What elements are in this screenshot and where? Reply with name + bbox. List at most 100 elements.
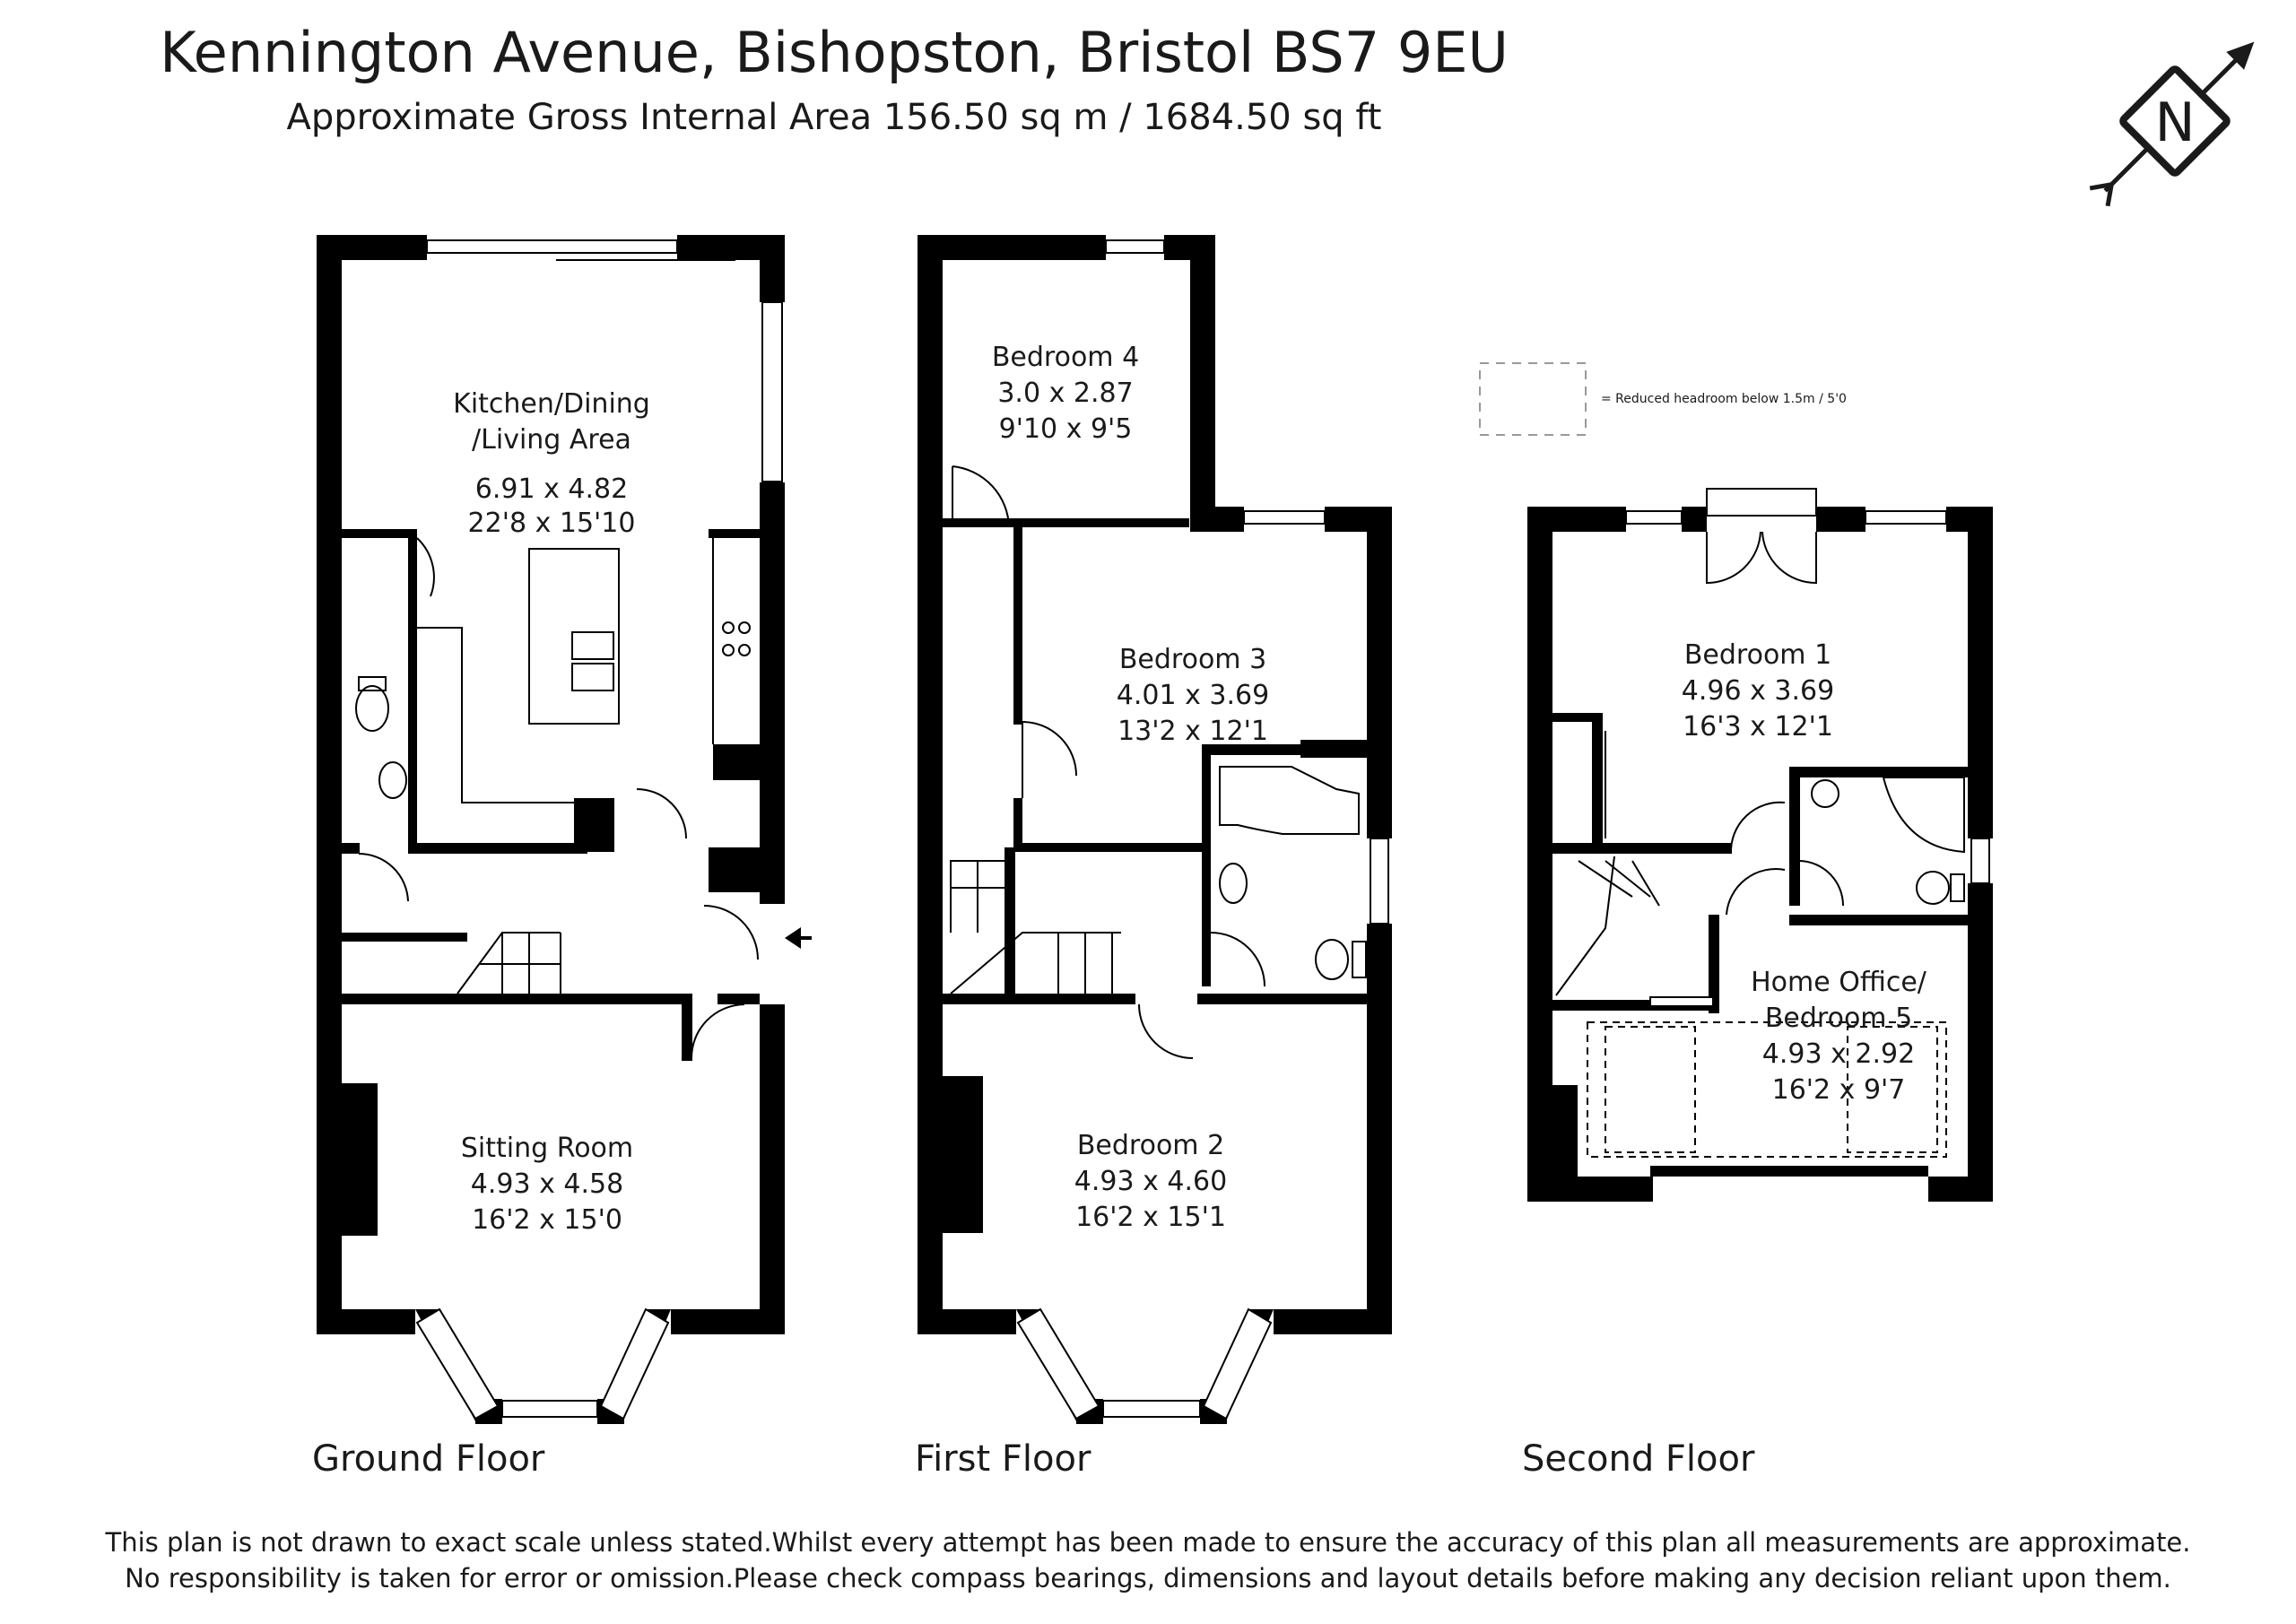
door-swing (1726, 868, 1786, 916)
stair-tread (1578, 860, 1633, 898)
juliet-balcony (1706, 488, 1817, 517)
second-wall (1552, 843, 1732, 854)
ground-floor-labels: Kitchen/Dining /Living Area 6.91 x 4.82 … (453, 388, 650, 1236)
first-wall (1197, 994, 1368, 1004)
second-wall (1789, 767, 1969, 777)
headroom-legend: = Reduced headroom below 1.5m / 5'0 (1479, 362, 1847, 436)
kitchen-worktop (417, 627, 574, 803)
basin-icon (1811, 779, 1839, 808)
reduced-headroom-zone (1587, 1021, 1947, 1158)
shower-icon (1882, 777, 1965, 854)
ground-wall (342, 843, 360, 854)
bedroom3-metric: 4.01 x 3.69 (1117, 680, 1269, 711)
first-west-wall (918, 235, 943, 1324)
second-window-right (1865, 510, 1947, 525)
first-south-wall-left (918, 1309, 1016, 1334)
sink-icon (571, 631, 614, 660)
second-floor-fixtures (1555, 488, 1990, 1158)
entrance-arrow-icon (785, 927, 812, 949)
first-window-bath (1370, 838, 1389, 925)
bay-window-left (1016, 1307, 1100, 1420)
first-floor-fixtures (950, 239, 1389, 1420)
toilet-icon (1315, 939, 1349, 980)
hob-icon (738, 644, 751, 656)
kitchen-metric: 6.91 x 4.82 (475, 473, 628, 505)
first-south-wall-right (1274, 1309, 1392, 1334)
basin-icon (378, 761, 407, 799)
toilet-icon (355, 685, 389, 732)
kitchen-island (528, 548, 620, 725)
bedroom2-metric: 4.93 x 4.60 (1074, 1166, 1227, 1197)
ground-north-wall-left (317, 235, 427, 260)
second-east-wall-bottom (1968, 883, 1993, 1202)
toilet-cistern-icon (1352, 941, 1367, 978)
kitchen-imperial: 22'8 x 15'10 (468, 508, 636, 539)
second-west-wall (1527, 507, 1552, 1202)
office-imperial: 16'2 x 9'7 (1772, 1074, 1906, 1106)
second-floor-plan (1527, 507, 1993, 1202)
second-rooflight-hall (1649, 996, 1714, 1007)
bedroom2-name: Bedroom 2 (1077, 1130, 1224, 1161)
ground-east-wall-top (760, 235, 785, 302)
first-wall (1013, 527, 1022, 725)
ground-south-wall-right (671, 1309, 785, 1334)
first-floor-labels: Bedroom 4 3.0 x 2.87 9'10 x 9'5 Bedroom … (992, 342, 1269, 1233)
ground-side-window (761, 301, 783, 482)
plan-title: Kennington Avenue, Bishopston, Bristol B… (160, 20, 1509, 85)
second-south-wall-right (1928, 1177, 1993, 1202)
ground-east-wall-mid (760, 482, 785, 904)
first-east-wall-bottom (1367, 924, 1392, 1324)
ground-wall (342, 529, 413, 538)
ground-floor-label: Ground Floor (312, 1438, 545, 1480)
sitting-room-imperial: 16'2 x 15'0 (472, 1204, 622, 1236)
bedroom4-name: Bedroom 4 (992, 342, 1139, 373)
office-name-2: Bedroom 5 (1765, 1003, 1912, 1034)
first-stairs-upper (950, 860, 1004, 933)
disclaimer-line-2: No responsibility is taken for error or … (125, 1563, 2171, 1594)
first-wall (943, 518, 1189, 527)
ground-wall (342, 933, 467, 942)
ground-south-wall-left (317, 1309, 415, 1334)
door-swing (1210, 932, 1265, 987)
legend-label: = Reduced headroom below 1.5m / 5'0 (1601, 392, 1847, 406)
door-swing (691, 1003, 745, 1059)
first-north-wall (918, 235, 1106, 260)
second-east-wall-top (1968, 507, 1993, 838)
stair-tread (1631, 860, 1660, 907)
second-south-wall-left (1527, 1177, 1653, 1202)
french-door-right (1761, 531, 1817, 585)
toilet-icon (1916, 871, 1950, 905)
first-wall (1202, 753, 1211, 986)
second-south-wall-mid (1650, 1166, 1928, 1177)
second-wall (1789, 915, 1969, 925)
bedroom1-name: Bedroom 1 (1684, 639, 1831, 671)
hob-icon (738, 621, 751, 634)
bedroom2-imperial: 16'2 x 15'1 (1075, 1202, 1226, 1233)
first-floor-plan (918, 235, 1392, 1424)
door-swing (1022, 721, 1077, 777)
bath-icon (1219, 766, 1360, 835)
bedroom3-name: Bedroom 3 (1119, 644, 1266, 675)
first-east-wall-top (1367, 507, 1392, 838)
door-swing (1799, 860, 1845, 907)
bedroom1-metric: 4.96 x 3.69 (1682, 675, 1834, 707)
ground-wall (408, 843, 587, 854)
bay-window-front (1102, 1400, 1201, 1418)
second-wall (1789, 767, 1800, 906)
toilet-cistern-icon (1950, 873, 1965, 902)
ground-wall (682, 994, 692, 1061)
door-swing (636, 788, 687, 839)
door-swing (1138, 1003, 1194, 1059)
door-swing (952, 465, 1010, 528)
compass-icon: N (2089, 41, 2255, 207)
first-window-bed4 (1105, 239, 1165, 254)
second-floor-labels: Bedroom 1 4.96 x 3.69 16'3 x 12'1 Home O… (1682, 639, 1927, 1106)
sitting-room-metric: 4.93 x 4.58 (471, 1168, 623, 1200)
first-wall (1013, 843, 1202, 852)
office-metric: 4.93 x 2.92 (1762, 1038, 1915, 1070)
disclaimer: This plan is not drawn to exact scale un… (54, 1524, 2242, 1596)
ground-rear-window (426, 239, 678, 254)
hob-icon (722, 644, 735, 656)
second-north-wall-left (1527, 507, 1626, 532)
french-door-left (1706, 531, 1761, 585)
